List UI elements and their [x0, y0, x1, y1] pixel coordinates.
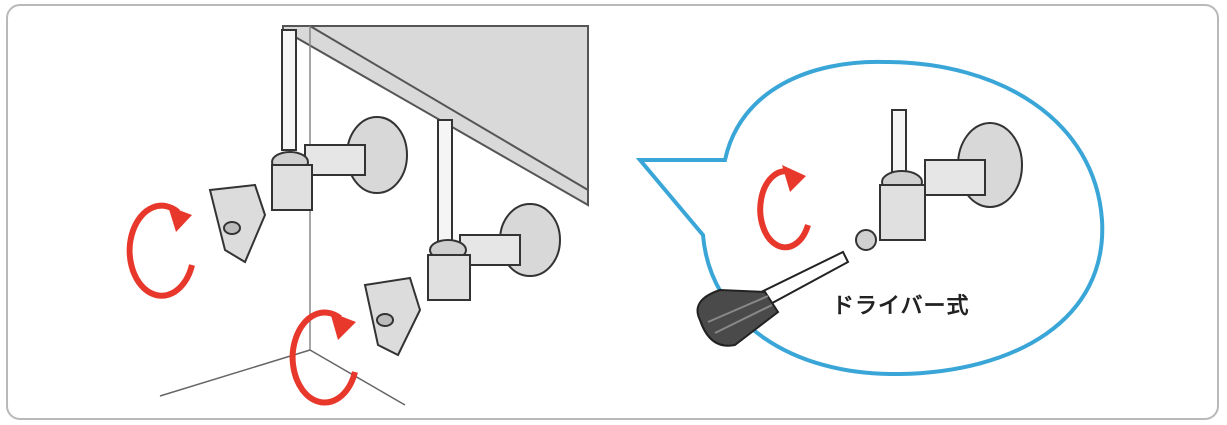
- rotate-arrow-icon: [289, 309, 358, 406]
- rotate-arrow-icon: [126, 202, 195, 299]
- rotate-arrow-icon: [757, 165, 811, 251]
- left-stop-valve: [208, 29, 408, 264]
- screwdriver-icon: [696, 250, 850, 347]
- screwdriver-type-label: ドライバー式: [832, 294, 970, 319]
- floor-line: [159, 349, 311, 397]
- right-stop-valve: [363, 119, 561, 357]
- screwdriver-valve: [855, 109, 1023, 251]
- sink-cabinet: [282, 25, 589, 207]
